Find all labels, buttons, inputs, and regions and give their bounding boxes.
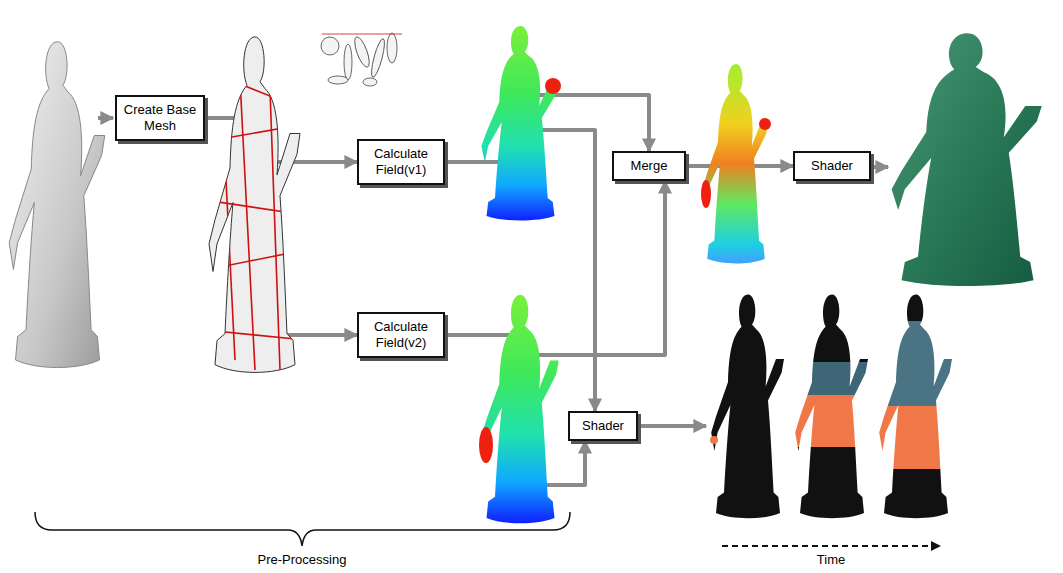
flow-arrow [445, 181, 665, 355]
seam-line [205, 200, 305, 215]
box-label: Shader [574, 418, 632, 434]
patch [328, 76, 348, 84]
patch-seam [322, 34, 402, 35]
stage-label: Pre-Processing [258, 552, 347, 568]
flow-arrow [98, 116, 113, 120]
field-statue-v1 [481, 26, 558, 221]
box-label: Merge [618, 158, 680, 174]
box-label: Calculate Field(v2) [363, 319, 439, 351]
field-hotspot [701, 180, 711, 208]
animated-statue [795, 295, 868, 519]
patch [363, 78, 377, 86]
process-box: Calculate Field(v1) [357, 139, 445, 185]
mesh-seams [205, 70, 305, 370]
mesh-statue [205, 37, 305, 373]
time-arrow [722, 545, 940, 547]
patch [387, 33, 397, 63]
process-box: Calculate Field(v2) [357, 312, 445, 358]
animated-statue [879, 295, 952, 519]
process-box: Merge [612, 151, 686, 181]
patch [321, 37, 339, 55]
animated-statue [711, 295, 784, 519]
input-statue [9, 42, 105, 368]
patch [352, 35, 372, 68]
shaded-statue [892, 33, 1042, 286]
seam-line [225, 160, 235, 360]
box-label: Calculate Field(v1) [363, 146, 439, 178]
seam-line [240, 80, 255, 370]
seam-line [270, 90, 280, 370]
patch [344, 44, 352, 80]
seam-line [215, 125, 300, 140]
field-hotspot [545, 78, 561, 94]
flow-arrow [205, 118, 357, 162]
seam-line [205, 330, 305, 340]
process-box: Shader [568, 411, 638, 441]
flow-arrow [873, 165, 888, 169]
process-box: Create Base Mesh [115, 95, 205, 141]
field-statue-v2 [481, 295, 558, 524]
flow-arrow [641, 424, 706, 428]
process-box: Shader [793, 151, 871, 181]
field-hotspot [479, 427, 493, 463]
merged-field-statue [703, 64, 769, 263]
spread-spot [710, 436, 718, 444]
seam-line [205, 250, 305, 270]
bracket [35, 512, 570, 546]
mesh-silhouette [209, 37, 300, 373]
seam-line [205, 70, 305, 110]
box-label: Create Base Mesh [121, 102, 199, 134]
mesh-patches [321, 33, 402, 86]
box-label: Shader [799, 158, 865, 174]
axis-label: Time [817, 552, 845, 568]
patch [369, 38, 387, 79]
field-hotspot [759, 118, 771, 130]
